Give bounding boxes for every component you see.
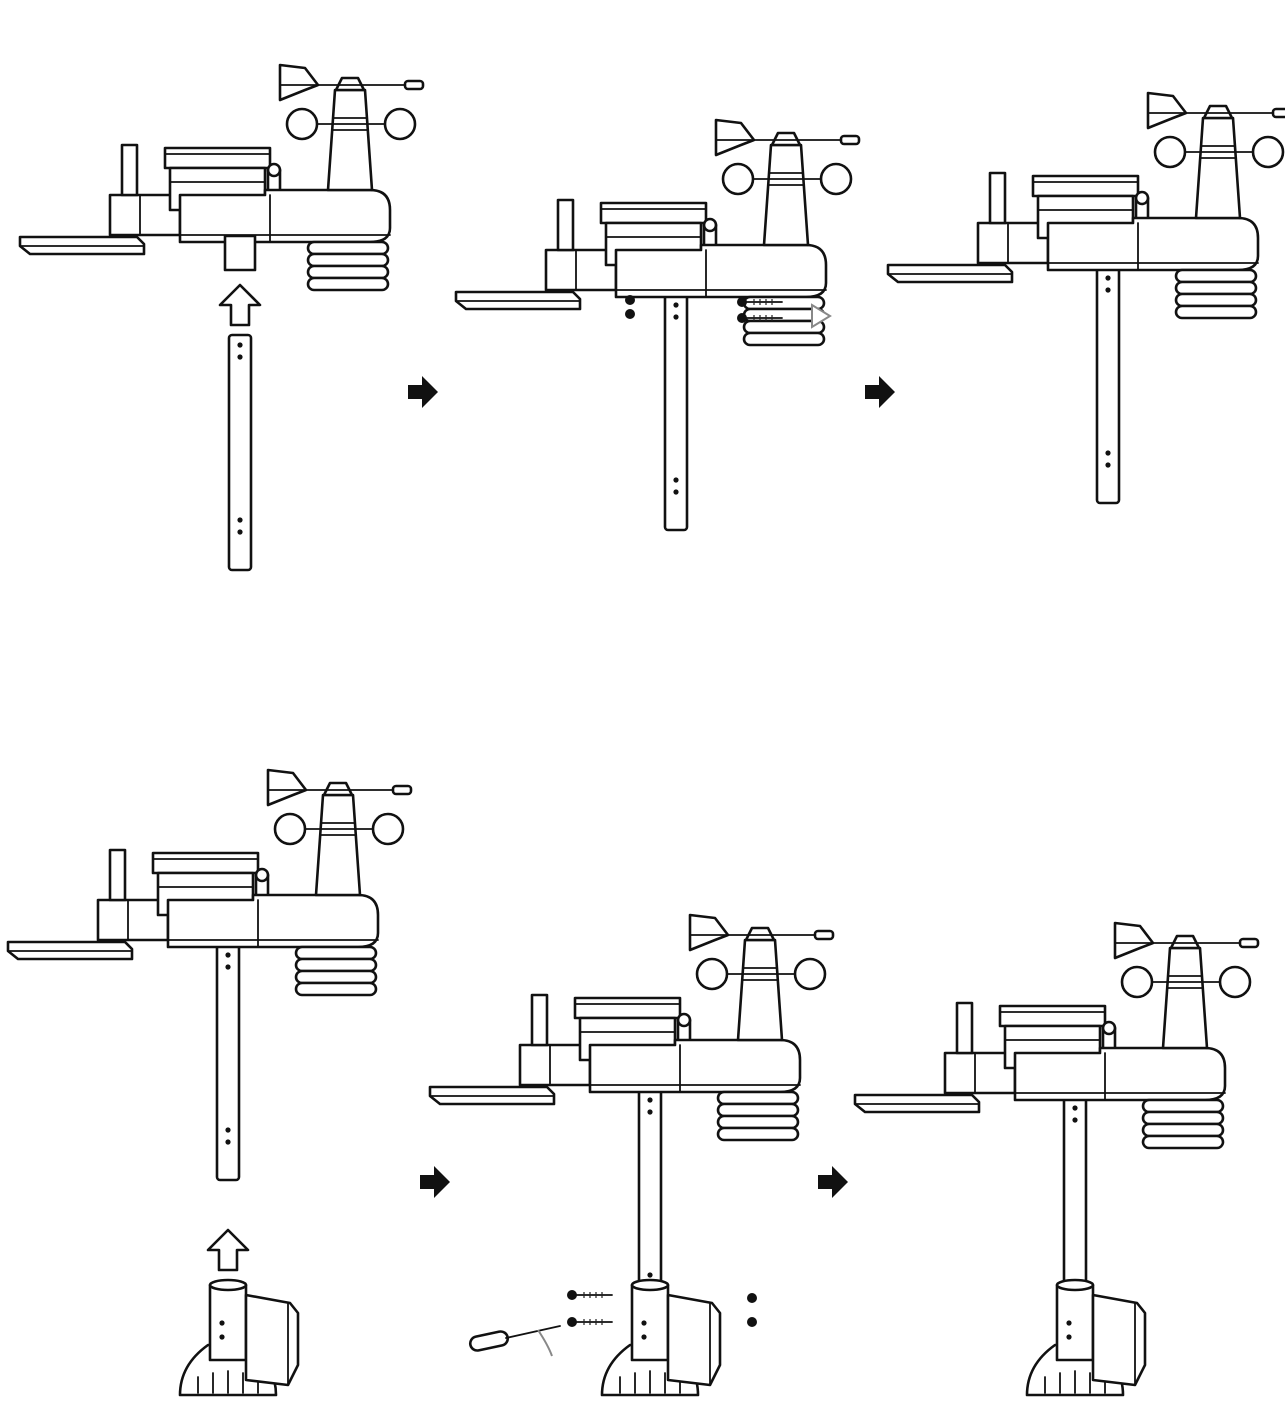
screwdriver-icon: [468, 1325, 561, 1357]
pole: [1095, 266, 1121, 505]
pole: [663, 293, 689, 532]
direction-arrow-icon: [811, 303, 832, 329]
station-head: [18, 63, 425, 292]
nut-icon: [625, 309, 635, 319]
socket: [223, 234, 257, 272]
station-head: [886, 91, 1285, 320]
station-head: [428, 913, 835, 1142]
station-head: [454, 118, 861, 347]
mounting-bracket: [178, 1278, 300, 1397]
step-4: [6, 768, 413, 1397]
station-head: [853, 921, 1260, 1150]
nut-icon: [625, 295, 635, 305]
pole: [215, 943, 241, 1182]
next-step-arrow-icon: [865, 376, 895, 408]
mounting-bracket: [1025, 1278, 1147, 1397]
step-6: [853, 921, 1260, 1397]
next-step-arrow-icon: [408, 376, 438, 408]
mounting-bracket: [600, 1278, 722, 1397]
next-step-arrow-icon: [420, 1166, 450, 1198]
insert-up-arrow-icon: [218, 283, 262, 327]
screw-icon: [566, 1316, 613, 1328]
screw-icon: [566, 1289, 613, 1301]
step-1: [18, 63, 425, 572]
step-2: [454, 118, 861, 532]
nut-icon: [747, 1293, 757, 1303]
station-head: [6, 768, 413, 997]
nut-icon: [747, 1317, 757, 1327]
next-step-arrow-icon: [818, 1166, 848, 1198]
insert-up-arrow-icon: [206, 1228, 250, 1272]
step-3: [886, 91, 1285, 505]
step-5: [428, 913, 835, 1397]
pole: [227, 333, 253, 572]
